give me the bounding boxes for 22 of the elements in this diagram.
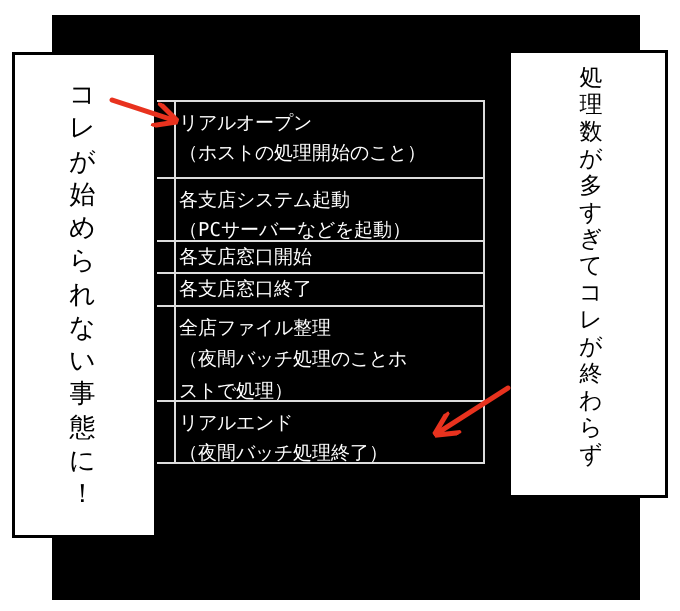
vertical-text: 処理数が多すぎてコレが終わらず <box>578 65 603 469</box>
row-note: （PCサーバーなどを起動） <box>179 218 412 243</box>
table-row <box>157 272 485 305</box>
row-heading: 全店ファイル整理 <box>179 316 332 341</box>
row-heading: 各支店窓口終了 <box>179 277 313 302</box>
table-row <box>157 240 485 272</box>
vertical-text: コレが始められない事態に！ <box>68 79 96 512</box>
row-heading: リアルオープン <box>179 111 313 136</box>
callout-box <box>12 52 157 538</box>
table-row <box>157 400 485 464</box>
row-note: （夜間バッチ処理終了） <box>179 441 389 466</box>
row-heading: 各支店システム起動 <box>179 188 351 213</box>
arrow <box>431 386 510 438</box>
table-row <box>157 100 485 177</box>
row-heading: リアルエンド <box>179 411 294 436</box>
callout-box <box>508 50 668 498</box>
row-heading: 各支店窓口開始 <box>179 245 313 270</box>
table-row <box>157 177 485 240</box>
arrow <box>110 98 181 128</box>
row-note: （夜間バッチ処理のことホストで処理） <box>179 347 408 404</box>
table-row <box>157 305 485 400</box>
row-note: （ホストの処理開始のこと） <box>179 141 427 166</box>
